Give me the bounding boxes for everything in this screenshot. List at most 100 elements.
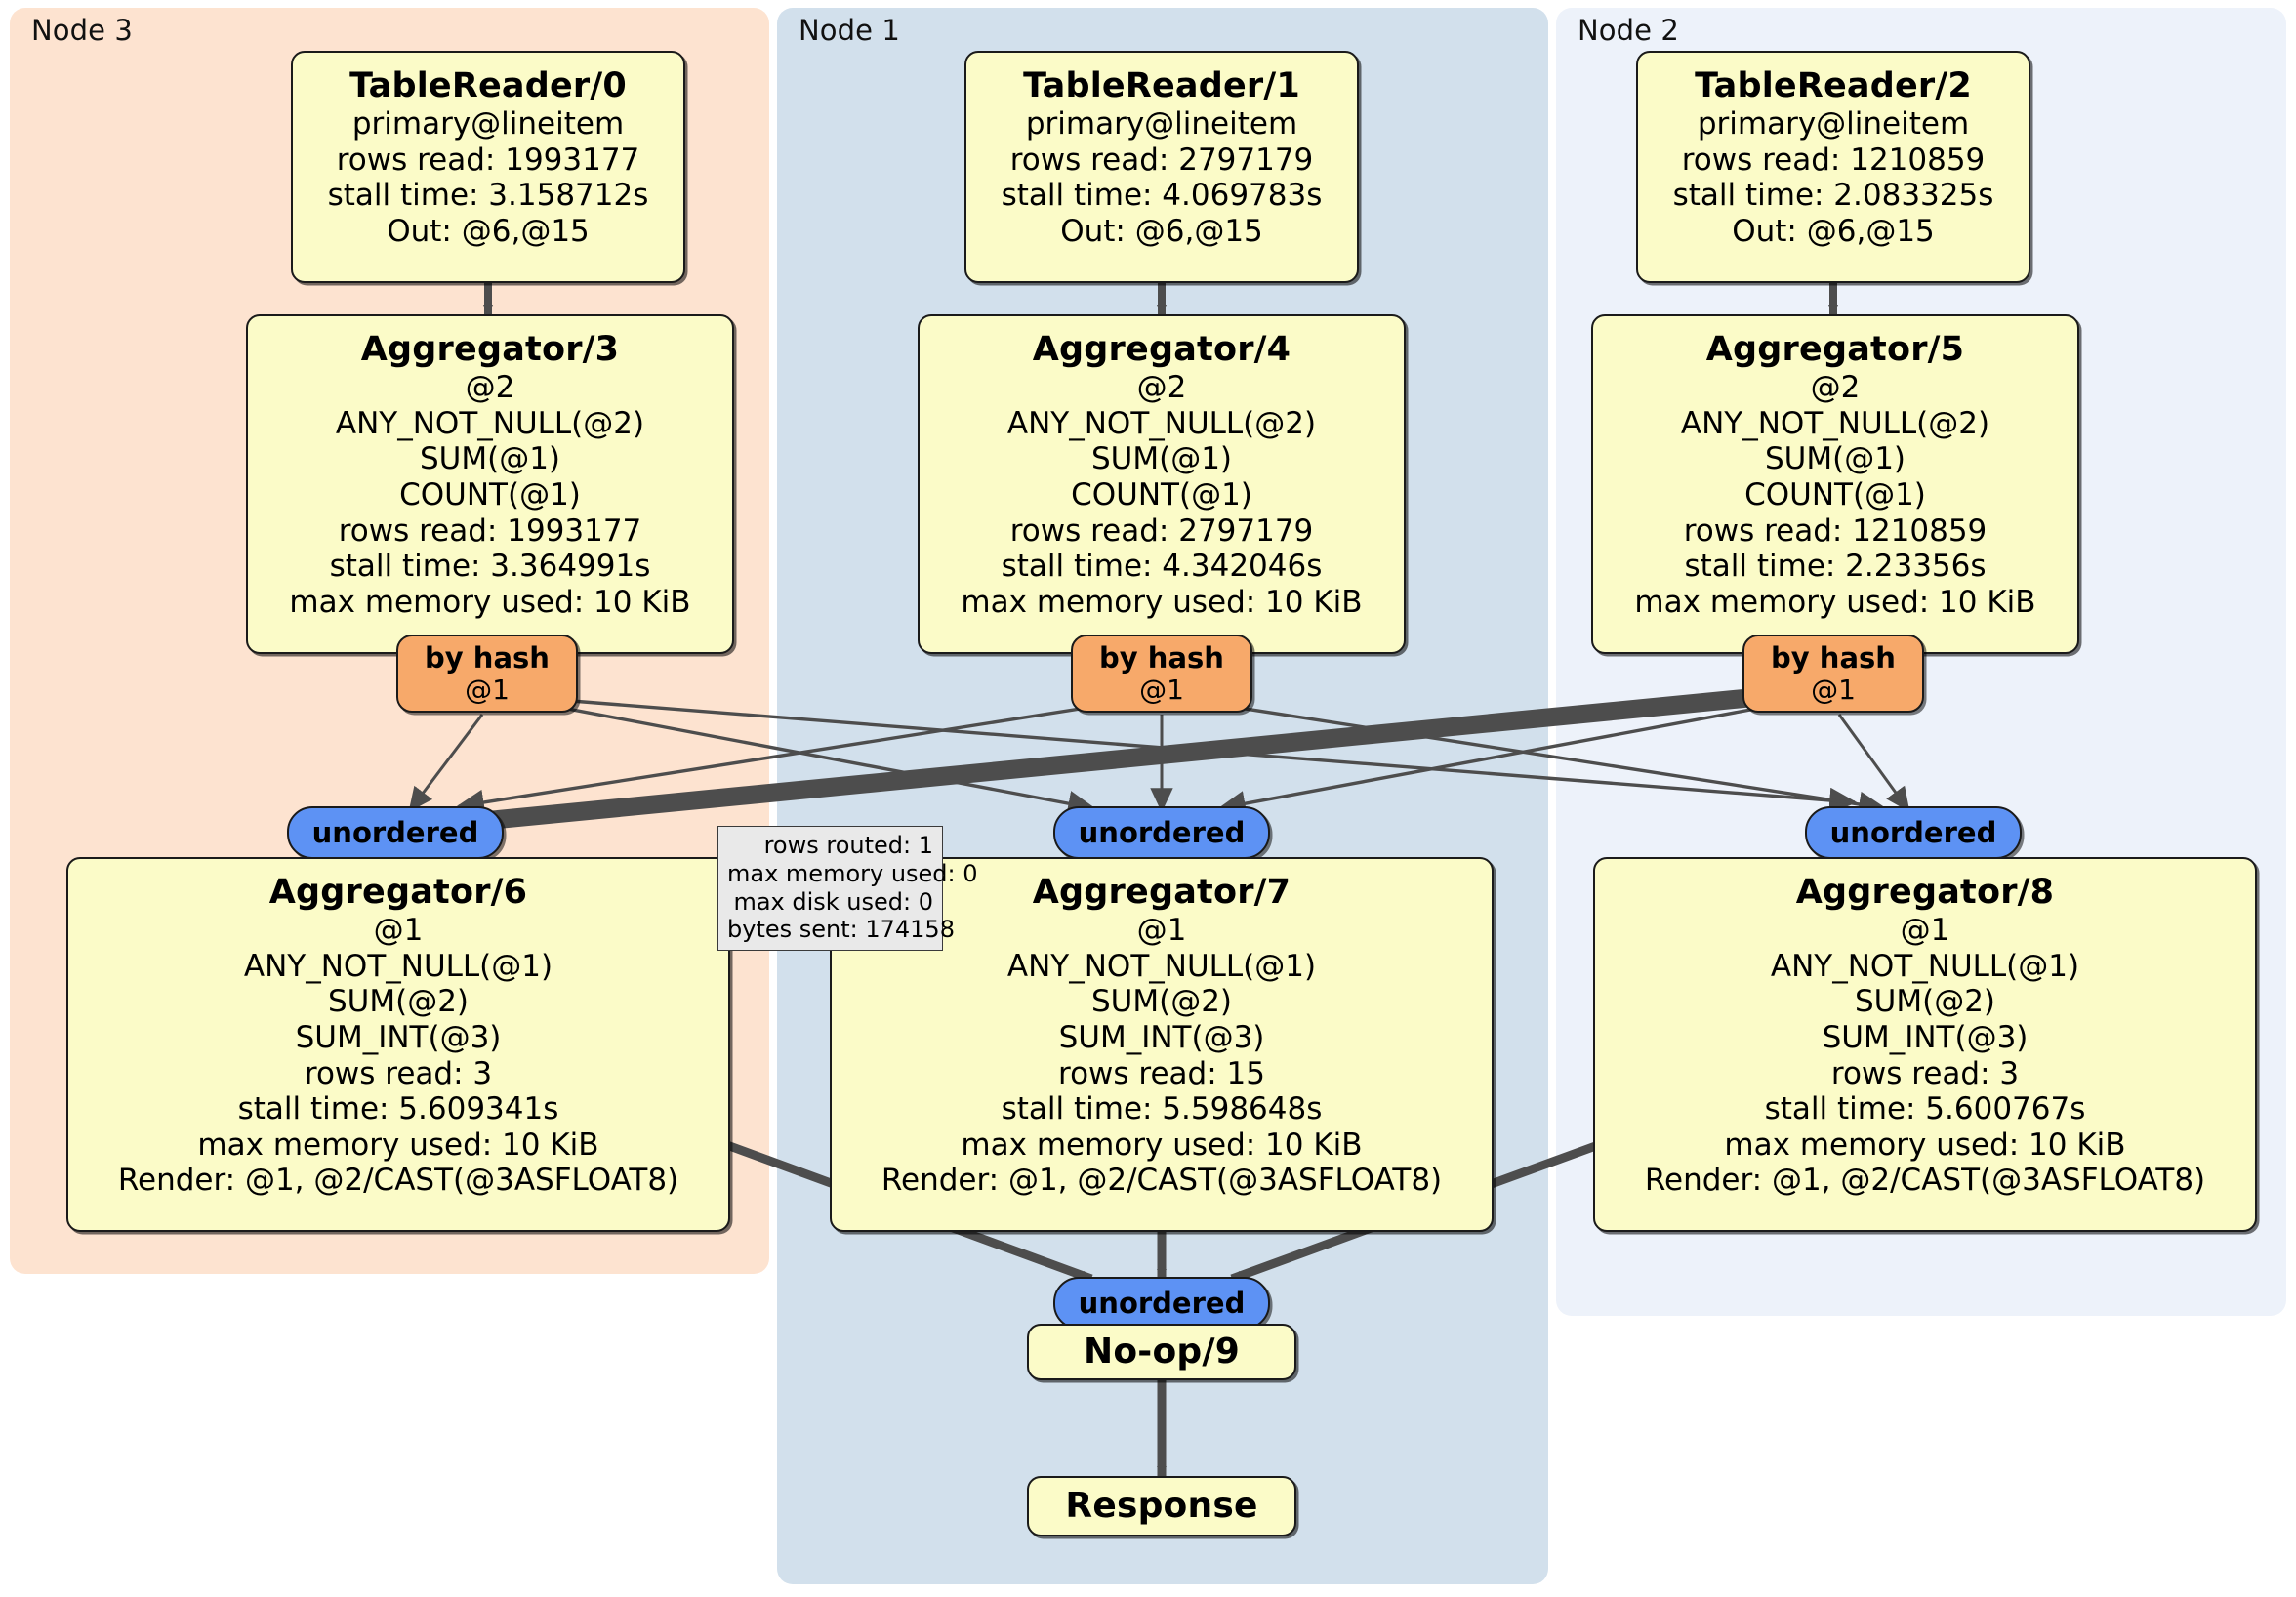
router-column: @1 xyxy=(465,673,510,706)
aggregator-6-node[interactable]: Aggregator/6 @1 ANY_NOT_NULL(@1) SUM(@2)… xyxy=(66,857,730,1232)
node-line: SUM(@1) xyxy=(1090,441,1233,477)
edge-stats-tooltip: rows routed: 1 max memory used: 0 max di… xyxy=(718,826,978,952)
node-title: No-op/9 xyxy=(1084,1331,1240,1372)
table-reader-2-node[interactable]: TableReader/2 primary@lineitem rows read… xyxy=(1636,51,2030,283)
stream-unordered-node-2[interactable]: unordered xyxy=(1805,806,2022,859)
node-line: @2 xyxy=(1810,370,1861,406)
node-line: stall time: 5.600767s xyxy=(1764,1091,2086,1127)
node-line: COUNT(@1) xyxy=(1071,477,1252,513)
cluster-node-2-label: Node 2 xyxy=(1578,14,1679,47)
node-line: primary@lineitem xyxy=(1697,106,1970,143)
node-line: rows read: 3 xyxy=(1830,1055,2020,1091)
stream-label: unordered xyxy=(1829,815,1997,849)
node-line: COUNT(@1) xyxy=(1744,477,1926,513)
node-title: Aggregator/4 xyxy=(1032,330,1292,369)
router-by-hash-node-3[interactable]: by hash @1 xyxy=(396,635,578,713)
aggregator-8-node[interactable]: Aggregator/8 @1 ANY_NOT_NULL(@1) SUM(@2)… xyxy=(1593,857,2257,1232)
node-line: stall time: 4.069783s xyxy=(1001,178,1323,214)
node-line: @2 xyxy=(465,370,515,406)
node-line: stall time: 4.342046s xyxy=(1001,549,1323,585)
stream-unordered-node-3[interactable]: unordered xyxy=(287,806,504,859)
table-reader-0-node[interactable]: TableReader/0 primary@lineitem rows read… xyxy=(291,51,685,283)
stream-label: unordered xyxy=(1078,815,1246,849)
node-line: ANY_NOT_NULL(@1) xyxy=(1770,948,2080,984)
no-op-9-node[interactable]: No-op/9 xyxy=(1027,1324,1296,1380)
node-line: stall time: 2.083325s xyxy=(1672,178,1994,214)
node-line: ANY_NOT_NULL(@2) xyxy=(1680,405,1990,441)
aggregator-5-node[interactable]: Aggregator/5 @2 ANY_NOT_NULL(@2) SUM(@1)… xyxy=(1591,314,2079,654)
router-type: by hash xyxy=(1099,641,1224,676)
router-type: by hash xyxy=(1771,641,1896,676)
node-line: @1 xyxy=(1900,913,1950,949)
node-line: rows read: 3 xyxy=(304,1055,493,1091)
node-line: rows read: 2797179 xyxy=(1009,512,1314,549)
stream-label: unordered xyxy=(311,815,479,849)
node-line: ANY_NOT_NULL(@2) xyxy=(1006,405,1317,441)
node-line: Out: @6,@15 xyxy=(1060,214,1263,250)
node-title: TableReader/1 xyxy=(1023,66,1300,105)
node-line: SUM_INT(@3) xyxy=(1822,1020,2029,1056)
node-line: stall time: 3.364991s xyxy=(329,549,651,585)
node-line: rows read: 1993177 xyxy=(338,512,642,549)
node-line: Render: @1, @2/CAST(@3ASFLOAT8) xyxy=(1644,1163,2206,1199)
node-title: Aggregator/8 xyxy=(1795,873,2055,912)
response-node[interactable]: Response xyxy=(1027,1476,1296,1536)
node-line: SUM(@1) xyxy=(1764,441,1906,477)
stat-max-memory-used: max memory used: 0 xyxy=(727,859,978,887)
stream-unordered-node-1[interactable]: unordered xyxy=(1053,806,1270,859)
node-line: stall time: 2.23356s xyxy=(1684,549,1987,585)
aggregator-4-node[interactable]: Aggregator/4 @2 ANY_NOT_NULL(@2) SUM(@1)… xyxy=(918,314,1406,654)
node-title: Aggregator/3 xyxy=(360,330,620,369)
node-line: Out: @6,@15 xyxy=(387,214,590,250)
node-line: primary@lineitem xyxy=(351,106,625,143)
node-line: max memory used: 10 KiB xyxy=(1724,1126,2126,1163)
node-line: SUM(@1) xyxy=(419,441,561,477)
node-line: SUM(@2) xyxy=(1090,984,1233,1020)
cluster-node-3-label: Node 3 xyxy=(31,14,133,47)
stat-max-disk-used: max disk used: 0 xyxy=(733,887,933,916)
node-line: ANY_NOT_NULL(@1) xyxy=(1006,948,1317,984)
node-line: rows read: 1210859 xyxy=(1681,142,1986,178)
node-line: COUNT(@1) xyxy=(399,477,581,513)
node-line: max memory used: 10 KiB xyxy=(289,584,691,620)
node-line: Render: @1, @2/CAST(@3ASFLOAT8) xyxy=(117,1163,679,1199)
stream-unordered-final[interactable]: unordered xyxy=(1053,1277,1270,1330)
router-column: @1 xyxy=(1811,673,1856,706)
table-reader-1-node[interactable]: TableReader/1 primary@lineitem rows read… xyxy=(964,51,1359,283)
node-title: Aggregator/5 xyxy=(1705,330,1965,369)
router-column: @1 xyxy=(1139,673,1184,706)
node-line: stall time: 5.609341s xyxy=(237,1091,559,1127)
node-line: max memory used: 10 KiB xyxy=(961,584,1363,620)
router-by-hash-node-1[interactable]: by hash @1 xyxy=(1071,635,1252,713)
node-line: max memory used: 10 KiB xyxy=(961,1126,1363,1163)
node-line: stall time: 5.598648s xyxy=(1001,1091,1323,1127)
node-line: ANY_NOT_NULL(@1) xyxy=(243,948,554,984)
stream-label: unordered xyxy=(1078,1286,1246,1320)
node-line: rows read: 2797179 xyxy=(1009,142,1314,178)
aggregator-3-node[interactable]: Aggregator/3 @2 ANY_NOT_NULL(@2) SUM(@1)… xyxy=(246,314,734,654)
cluster-node-1-label: Node 1 xyxy=(799,14,900,47)
node-title: Aggregator/7 xyxy=(1032,873,1292,912)
node-line: SUM_INT(@3) xyxy=(295,1020,502,1056)
stat-rows-routed: rows routed: 1 xyxy=(763,832,933,859)
node-line: primary@lineitem xyxy=(1025,106,1298,143)
node-line: SUM(@2) xyxy=(1854,984,1996,1020)
node-line: ANY_NOT_NULL(@2) xyxy=(335,405,645,441)
node-line: rows read: 1993177 xyxy=(336,142,640,178)
node-title: TableReader/0 xyxy=(349,66,627,105)
node-line: Out: @6,@15 xyxy=(1732,214,1935,250)
node-line: SUM_INT(@3) xyxy=(1058,1020,1265,1056)
node-title: Response xyxy=(1065,1485,1258,1526)
node-line: @1 xyxy=(1136,913,1187,949)
stat-bytes-sent: bytes sent: 174158 xyxy=(727,916,955,944)
router-type: by hash xyxy=(425,641,550,676)
node-line: stall time: 3.158712s xyxy=(327,178,649,214)
node-line: @2 xyxy=(1136,370,1187,406)
node-title: Aggregator/6 xyxy=(268,873,528,912)
node-line: rows read: 1210859 xyxy=(1683,512,1988,549)
node-line: SUM(@2) xyxy=(327,984,470,1020)
router-by-hash-node-2[interactable]: by hash @1 xyxy=(1742,635,1924,713)
node-line: Render: @1, @2/CAST(@3ASFLOAT8) xyxy=(881,1163,1443,1199)
node-title: TableReader/2 xyxy=(1695,66,1972,105)
